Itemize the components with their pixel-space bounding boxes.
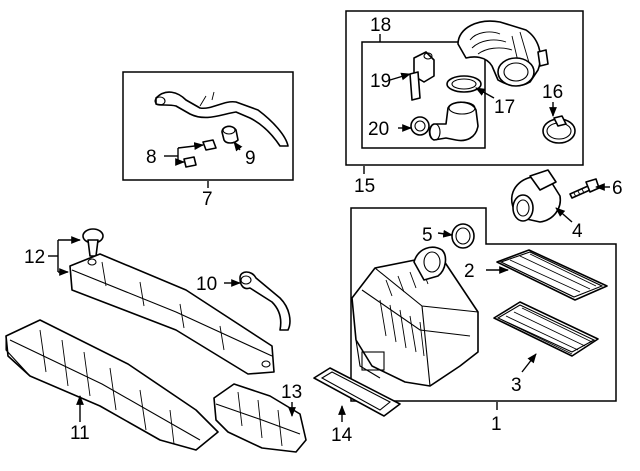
callout-3: 3: [511, 375, 522, 396]
callout-12: 12: [24, 247, 45, 268]
callout-9: 9: [245, 148, 256, 169]
vacuum-hose-10: [239, 271, 291, 331]
lower-filter-element: [493, 301, 599, 357]
gasket-14: [313, 367, 401, 417]
leader-lines: [48, 34, 610, 422]
elbow-20: [428, 101, 479, 142]
callout-8: 8: [146, 147, 157, 168]
group-box-7: [122, 71, 294, 181]
callout-11: 11: [70, 423, 90, 444]
seal-ring-20: [410, 116, 430, 136]
air-filter-element: [496, 249, 608, 301]
callout-18: 18: [370, 15, 391, 36]
callout-19: 19: [370, 71, 391, 92]
clamp-17: [446, 75, 482, 93]
clamp-16: [542, 115, 576, 144]
air-guide-12: [69, 253, 275, 375]
callout-13: 13: [281, 382, 302, 403]
callout-20: 20: [368, 119, 389, 140]
air-cleaner-housing: [351, 246, 479, 387]
callout-4: 4: [572, 221, 583, 242]
callout-6: 6: [612, 178, 623, 199]
callout-7: 7: [202, 189, 213, 210]
callout-14: 14: [331, 425, 353, 446]
valve-19: [409, 51, 435, 101]
push-pin-fastener: [82, 228, 104, 257]
group-box-1: [350, 207, 617, 402]
callout-16: 16: [542, 82, 563, 103]
callout-2: 2: [464, 261, 475, 282]
hose-clip: [221, 125, 239, 144]
mass-air-flow-sensor: [510, 169, 562, 223]
callout-5: 5: [422, 225, 433, 246]
air-duct-11: [5, 319, 219, 451]
screw: [569, 178, 600, 199]
o-ring: [451, 223, 475, 249]
intake-duct-hose: [457, 20, 549, 87]
group-box-15: [345, 10, 584, 166]
callout-10: 10: [196, 274, 217, 295]
breather-hose: [154, 91, 289, 147]
callout-15: 15: [354, 176, 375, 197]
small-clips: [183, 139, 217, 168]
duct-13: [213, 383, 307, 453]
callout-17: 17: [494, 97, 515, 118]
callout-1: 1: [491, 414, 502, 435]
